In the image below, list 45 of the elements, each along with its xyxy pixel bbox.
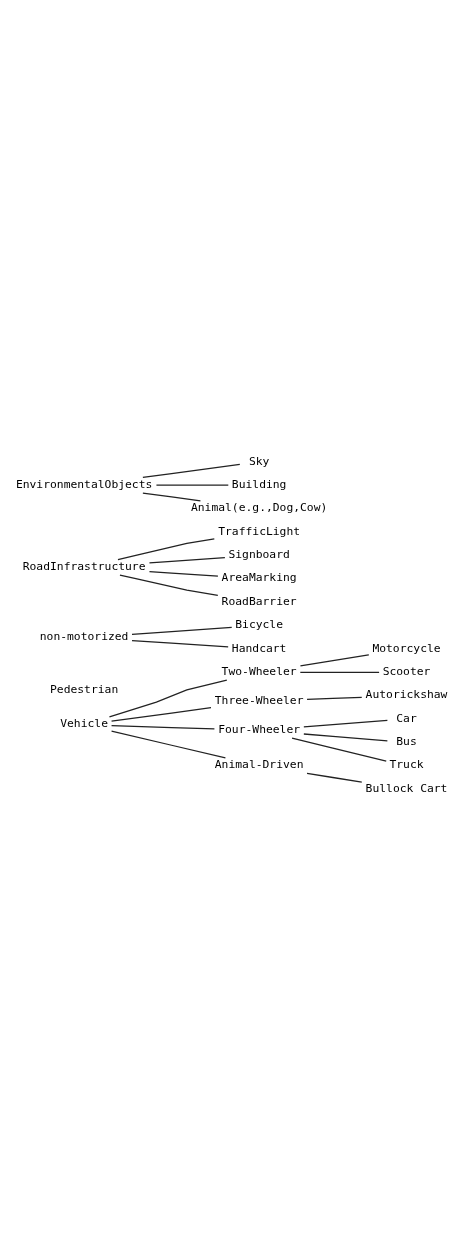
node-text: Bus <box>395 733 417 748</box>
connector <box>290 737 387 762</box>
connector <box>141 491 201 501</box>
node-text: non-motorized <box>39 628 128 643</box>
node-text: Two-Wheeler <box>221 663 297 678</box>
connector <box>305 696 362 700</box>
connector <box>299 671 380 673</box>
node-text: Handcart <box>231 640 286 655</box>
node-text: AreaMarking <box>221 569 297 584</box>
connector <box>110 729 226 759</box>
connector <box>305 772 362 783</box>
node-text: TrafficLight <box>217 523 300 538</box>
connector <box>148 570 219 577</box>
node-text: Car <box>395 710 417 725</box>
connector <box>110 724 215 730</box>
connector <box>130 639 229 648</box>
connector <box>118 574 218 596</box>
node-text: Building <box>231 476 286 491</box>
node-text: EnvironmentalObjects <box>15 476 152 491</box>
node-text: Signboard <box>227 546 290 561</box>
connector <box>110 706 212 722</box>
node-text: Bicycle <box>234 616 283 631</box>
connector <box>302 732 388 742</box>
connector <box>148 556 226 564</box>
node-text: Truck <box>388 757 424 771</box>
connector <box>116 537 215 560</box>
node-text: RoadBarrier <box>221 593 297 608</box>
node-text: RoadInfrastructure <box>22 558 145 573</box>
node-text: Bullock Cart <box>365 780 447 795</box>
connector <box>155 484 229 486</box>
connector <box>141 463 240 478</box>
node-text: Three-Wheeler <box>214 692 303 707</box>
node-text: Sky <box>248 453 269 468</box>
node-text: Scooter <box>382 663 430 678</box>
node-text: Motorcycle <box>371 640 441 655</box>
connector <box>108 678 227 718</box>
node-text: Animal-Driven <box>214 757 303 771</box>
node-text: Animal(e.g.,Dog,Cow) <box>190 499 327 514</box>
connector <box>130 626 232 635</box>
connector <box>299 653 369 666</box>
connector <box>302 719 388 728</box>
node-text: Four-Wheeler <box>217 721 300 736</box>
node-text: Pedestrian <box>49 681 118 696</box>
node-text: Autorickshaw <box>365 686 447 701</box>
node-text: Vehicle <box>59 715 108 730</box>
